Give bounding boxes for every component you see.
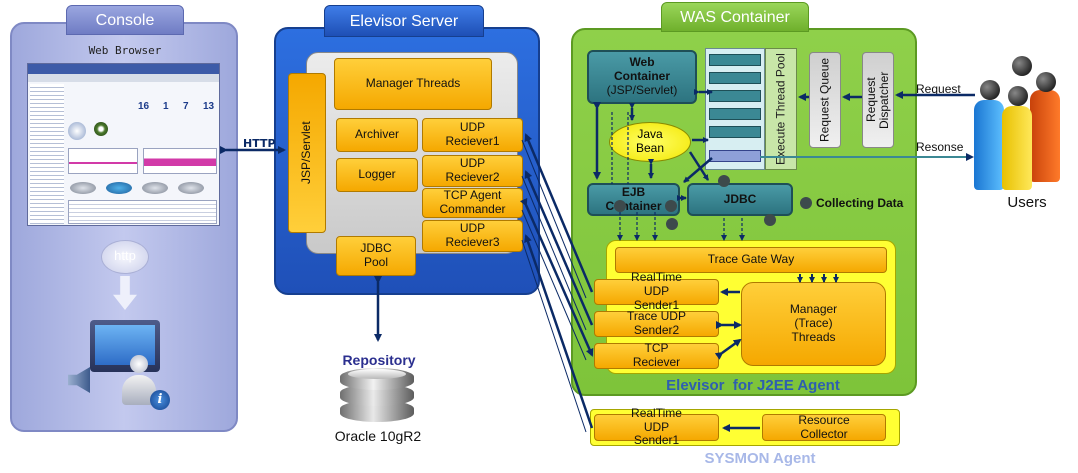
database-layer-2	[340, 384, 414, 406]
user-yellow	[1002, 106, 1032, 190]
browser-table	[68, 200, 217, 224]
udp3-link	[524, 234, 594, 429]
server-manager-threads-box: Manager Threads	[334, 58, 492, 110]
trace-gateway-box: Trace Gate Way	[615, 247, 887, 273]
browser-disk-3	[142, 182, 168, 194]
collect-dot-5	[764, 214, 776, 226]
web-container-subtitle: (JSP/Servlet)	[606, 82, 678, 97]
web-container-title: Web Container	[613, 55, 670, 84]
response-label: Resonse	[916, 140, 964, 154]
udp2-link-thin	[521, 175, 587, 331]
oracle-label: Oracle 10gR2	[334, 428, 422, 444]
agent-realtime-udp-sender1-box: RealTime UDP Sender1	[594, 270, 719, 312]
collecting-data-label: Collecting Data	[816, 196, 904, 210]
elevisor-server-title: Elevisor Server	[324, 5, 484, 37]
browser-toolbar	[28, 64, 219, 74]
info-icon: i	[150, 390, 170, 410]
user-red-head	[1036, 72, 1056, 92]
database-top	[348, 369, 406, 379]
browser-disk-4	[178, 182, 204, 194]
repository-label: Repository	[342, 352, 416, 368]
thread-slot-1	[709, 54, 761, 66]
web-browser-label: Web Browser	[88, 44, 162, 57]
collect-dot-4	[666, 218, 678, 230]
thread-slot-2	[709, 72, 761, 84]
user-yellow-head	[1008, 86, 1028, 106]
sysmon-agent-title: SYSMON Agent	[704, 450, 816, 467]
browser-tree	[30, 84, 64, 224]
browser-stat-2: 1	[163, 101, 169, 112]
collecting-data-dot	[800, 197, 812, 209]
database-icon	[340, 368, 414, 424]
browser-stat-4: 13	[203, 101, 215, 112]
agent-manager-threads-box: Manager (Trace) Threads	[741, 282, 886, 366]
user-red	[1030, 90, 1060, 182]
udp2-link	[524, 170, 594, 326]
udp1-link-thin	[521, 139, 587, 299]
udp-receiver2-box: UDP Reciever2	[422, 155, 523, 187]
manager-tcp-arrow	[714, 338, 742, 360]
tcp-agent-commander-box: TCP Agent Commander	[422, 188, 523, 218]
users-icon	[968, 56, 1068, 190]
http-bubble-label: http	[114, 248, 136, 263]
browser-stat-1: 16	[138, 101, 150, 112]
browser-disk-1	[70, 182, 96, 194]
user-green-head	[1012, 56, 1032, 76]
udp-receiver1-box: UDP Reciever1	[422, 118, 523, 152]
was-container-title: WAS Container	[661, 2, 809, 32]
udp3-link-thin	[521, 239, 587, 433]
tcp-link-thin	[521, 209, 587, 361]
browser-screenshot: 16 1 7 13	[27, 63, 220, 226]
jdbc-pool-box: JDBC Pool	[336, 236, 416, 276]
user-blue	[974, 100, 1004, 190]
request-label: Request	[916, 82, 961, 96]
user-head	[130, 355, 148, 373]
browser-gauge	[68, 122, 86, 140]
javabean-jdbc-arrow	[688, 151, 710, 181]
collect-dot-2	[614, 200, 626, 212]
tcp-commander-link	[519, 197, 594, 357]
archiver-box: Archiver	[336, 118, 418, 152]
collect-dot-3	[665, 200, 677, 212]
browser-menu	[28, 74, 219, 82]
logger-box: Logger	[336, 158, 418, 192]
collect-dot-1	[718, 175, 730, 187]
database-layer-3	[340, 400, 414, 422]
browser-disk-2	[106, 182, 132, 194]
thread-slot-4	[709, 108, 761, 120]
java-bean-ellipse: Java Bean	[609, 122, 691, 162]
pool-ejb-arrow	[683, 157, 713, 183]
web-container-box: Web Container (JSP/Servlet)	[587, 50, 697, 104]
resource-collector-box: Resource Collector	[762, 413, 886, 441]
jdbc-box: JDBC	[687, 183, 793, 216]
thread-slot-3	[709, 90, 761, 102]
http-bubble	[101, 240, 149, 274]
user-blue-head	[980, 80, 1000, 100]
udp-receiver3-box: UDP Reciever3	[422, 220, 523, 252]
console-title: Console	[66, 5, 184, 35]
j2ee-agent-title: Elevisor for J2EE Agent	[666, 377, 840, 394]
browser-gear	[94, 122, 108, 136]
thread-slot-5	[709, 126, 761, 138]
users-label: Users	[1007, 194, 1047, 211]
browser-chart-2	[143, 148, 217, 174]
browser-chart-1	[68, 148, 138, 174]
tcp-receiver-box: TCP Reciever	[594, 341, 719, 369]
browser-stat-3: 7	[183, 101, 189, 112]
